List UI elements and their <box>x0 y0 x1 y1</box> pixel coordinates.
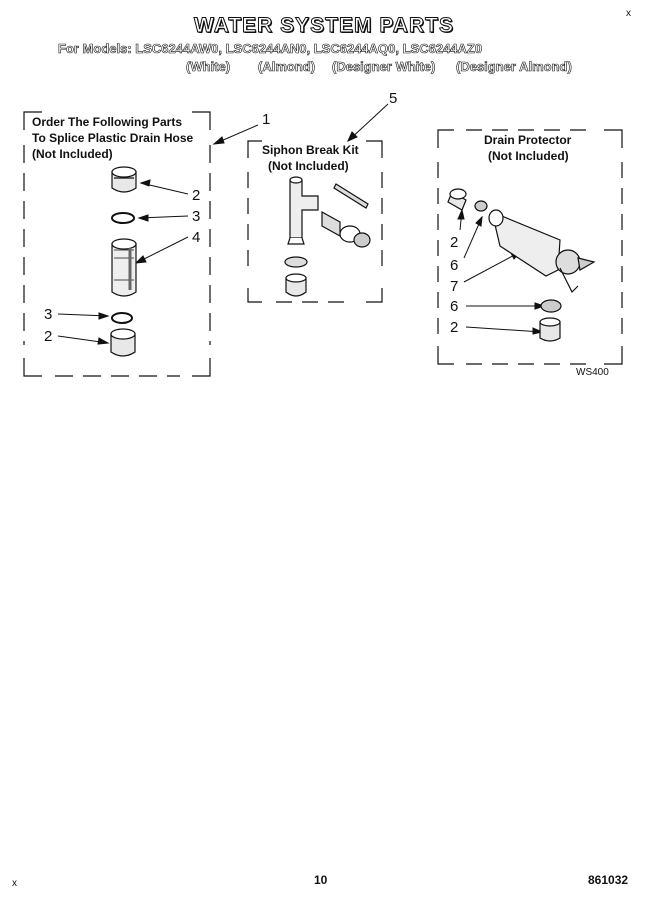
callout-drain-2-top: 2 <box>450 234 459 251</box>
callout-drain-2-bottom: 2 <box>450 319 459 336</box>
siphon-nut <box>321 210 371 248</box>
figure-code: WS400 <box>576 367 609 378</box>
corner-mark-bottom: x <box>12 878 17 889</box>
clamp-top <box>111 212 135 224</box>
variant-designer-almond: (Designer Almond) <box>456 59 572 75</box>
coupling-lower <box>539 317 561 342</box>
page-title: WATER SYSTEM PARTS <box>194 14 454 38</box>
splice-title-line-1: Order The Following Parts <box>32 115 183 129</box>
callout-splice-4: 4 <box>192 229 201 246</box>
splice-box-frame <box>23 111 211 377</box>
callout-1: 1 <box>262 111 271 128</box>
clamp-left <box>474 200 488 212</box>
siphon-ring <box>284 256 308 268</box>
drain-protector-parts <box>447 188 596 342</box>
coupling-bottom <box>110 328 136 357</box>
callout-drain-7: 7 <box>450 278 459 295</box>
coupling-top <box>111 166 137 193</box>
splice-title-line-3: (Not Included) <box>32 147 113 161</box>
splice-tube <box>111 238 137 297</box>
siphon-box-frame <box>247 140 383 303</box>
variant-white: (White) <box>186 59 231 75</box>
callout-splice-3-top: 3 <box>192 208 201 225</box>
page-number: 10 <box>314 873 328 887</box>
coupling-left <box>447 188 467 211</box>
tee-fitting <box>287 176 319 245</box>
siphon-title-line-1: Siphon Break Kit <box>262 143 359 157</box>
siphon-cap <box>285 273 307 297</box>
drain-title-line-1: Drain Protector <box>484 133 572 147</box>
siphon-title-line-2: (Not Included) <box>268 159 349 173</box>
callout-drain-6-top: 6 <box>450 257 459 274</box>
callout-5: 5 <box>389 90 398 107</box>
splice-parts <box>110 166 137 357</box>
document-number: 861032 <box>588 873 629 887</box>
callout-splice-2-top: 2 <box>192 187 201 204</box>
drain-box-frame <box>437 129 623 365</box>
check-valve-rod <box>333 183 369 209</box>
callout-drain-6-bottom: 6 <box>450 298 459 315</box>
variant-designer-white: (Designer White) <box>332 59 436 75</box>
splice-title-line-2: To Splice Plastic Drain Hose <box>32 131 194 145</box>
drain-title-line-2: (Not Included) <box>488 149 569 163</box>
leader-lines <box>57 103 546 345</box>
callout-splice-3-bottom: 3 <box>44 306 53 323</box>
clamp-bottom <box>111 312 133 324</box>
variant-almond: (Almond) <box>258 59 316 75</box>
models-line: For Models: LSC6244AW0, LSC6244AN0, LSC6… <box>58 41 483 57</box>
clamp-lower <box>540 299 562 313</box>
protector-body <box>488 209 596 294</box>
siphon-parts <box>284 176 371 297</box>
corner-mark-top: x <box>626 8 631 19</box>
callout-splice-2-bottom: 2 <box>44 328 53 345</box>
